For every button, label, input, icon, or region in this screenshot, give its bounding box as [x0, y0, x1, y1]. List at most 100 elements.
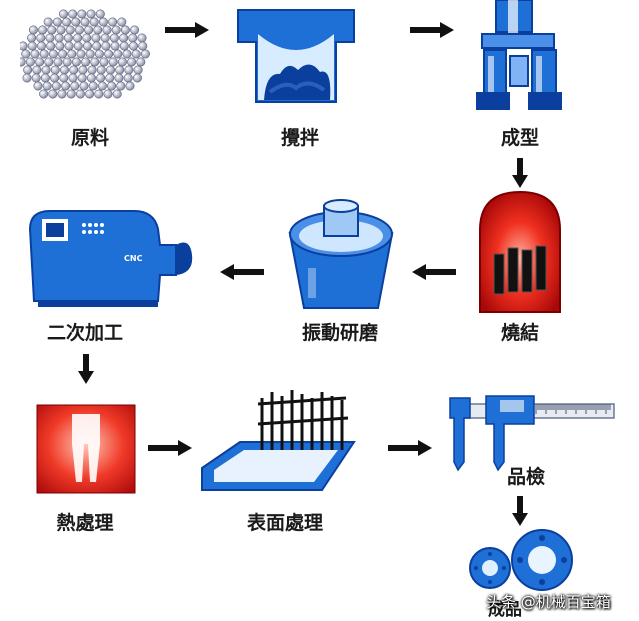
powder-particle [48, 89, 58, 99]
powder-particle [38, 25, 48, 35]
powder-particle [108, 17, 118, 27]
powder-particle [90, 57, 100, 67]
powder-particle [76, 49, 86, 59]
powder-particle [123, 73, 133, 83]
powder-particle [70, 81, 80, 91]
cnc-text: CNC [124, 254, 143, 263]
powder-particle [79, 81, 89, 91]
sintering-furnace-illustration [479, 190, 561, 313]
powder-particle [71, 17, 81, 27]
powder-particle [51, 81, 61, 91]
powder-particle [52, 17, 62, 27]
powder-particle [129, 41, 139, 51]
powder-particle [68, 73, 78, 83]
powder-particle [85, 49, 95, 59]
powder-particle [33, 81, 43, 91]
powder-particle [58, 49, 68, 59]
forming-press-illustration [476, 0, 562, 110]
powder-particle [36, 41, 46, 51]
powder-particle [63, 33, 73, 43]
powder-particle [102, 25, 112, 35]
powder-particle [39, 89, 49, 99]
powder-particle [89, 17, 99, 27]
powder-particle [87, 65, 97, 75]
arrow-left-2 [220, 264, 264, 280]
vibration-grinding-illustration [288, 199, 394, 309]
powder-particle [75, 89, 85, 99]
powder-particle [47, 25, 57, 35]
powder-particle [64, 41, 74, 51]
powder-particle [131, 49, 141, 59]
powder-particle [81, 57, 91, 67]
powder-particle [105, 73, 115, 83]
powder-particle [125, 81, 135, 91]
watermark: 头条 @机械百宝箱 [486, 593, 611, 611]
powder-particle [82, 33, 92, 43]
powder-particle [23, 65, 33, 75]
powder-particle [80, 17, 90, 27]
powder-particle [57, 89, 67, 99]
powder-particle [43, 17, 53, 27]
powder-particle [109, 33, 119, 43]
step-label-forming: 成型 [500, 127, 539, 149]
powder-particle [96, 65, 106, 75]
powder-particle [71, 57, 81, 67]
powder-particle [20, 57, 26, 67]
powder-particle [99, 57, 109, 67]
step-label-finished-product: 成品 [488, 600, 522, 620]
powder-particle [21, 49, 31, 59]
powder-particle [137, 33, 147, 43]
powder-particle [82, 41, 92, 51]
powder-particle [94, 89, 104, 99]
caliper-illustration [449, 395, 615, 472]
powder-particle [84, 25, 94, 35]
powder-particle [27, 41, 37, 51]
powder-particle [103, 89, 113, 99]
step-label-mixing: 攪拌 [280, 127, 319, 149]
powder-particle [104, 49, 114, 59]
step-label-secondary-machining: 二次加工 [46, 322, 123, 344]
powder-particle [127, 57, 137, 67]
powder-particle [100, 33, 110, 43]
powder-particle [46, 41, 56, 51]
step-label-inspection: 品檢 [506, 466, 545, 488]
powder-particle [92, 41, 102, 51]
powder-particle [113, 49, 123, 59]
step-label-sintering: 燒結 [500, 322, 539, 344]
powder-particle [20, 41, 28, 51]
powder-particle [54, 33, 64, 43]
powder-particles [20, 9, 150, 99]
step-label-vibration-grinding: 振動研磨 [301, 322, 378, 344]
powder-particle [58, 9, 68, 19]
powder-particle [117, 57, 127, 67]
raw-material-illustration [20, 9, 150, 99]
arrow-right-4 [388, 440, 432, 456]
powder-particle [50, 65, 60, 75]
surface-treatment-illustration [201, 390, 356, 491]
powder-particle [86, 9, 96, 19]
powder-particle [74, 25, 84, 35]
powder-particle [86, 73, 96, 83]
powder-particle [101, 41, 111, 51]
powder-particle [30, 49, 40, 59]
arrow-right-2 [410, 22, 454, 38]
powder-particle [122, 49, 132, 59]
powder-particle [45, 33, 55, 43]
powder-particle [50, 73, 60, 83]
powder-particle [133, 65, 143, 75]
powder-particle [138, 41, 148, 51]
powder-particle [117, 17, 127, 27]
powder-particle [78, 65, 88, 75]
step-label-raw-material: 原料 [70, 127, 109, 149]
powder-particle [39, 49, 49, 59]
powder-particle [65, 25, 75, 35]
powder-particle [112, 89, 122, 99]
powder-particle [128, 33, 138, 43]
cnc-machine-illustration: CNC [28, 210, 193, 307]
powder-particle [66, 89, 76, 99]
powder-particle [96, 73, 106, 83]
powder-particle [59, 65, 69, 75]
powder-particle [114, 73, 124, 83]
powder-particle [108, 57, 118, 67]
